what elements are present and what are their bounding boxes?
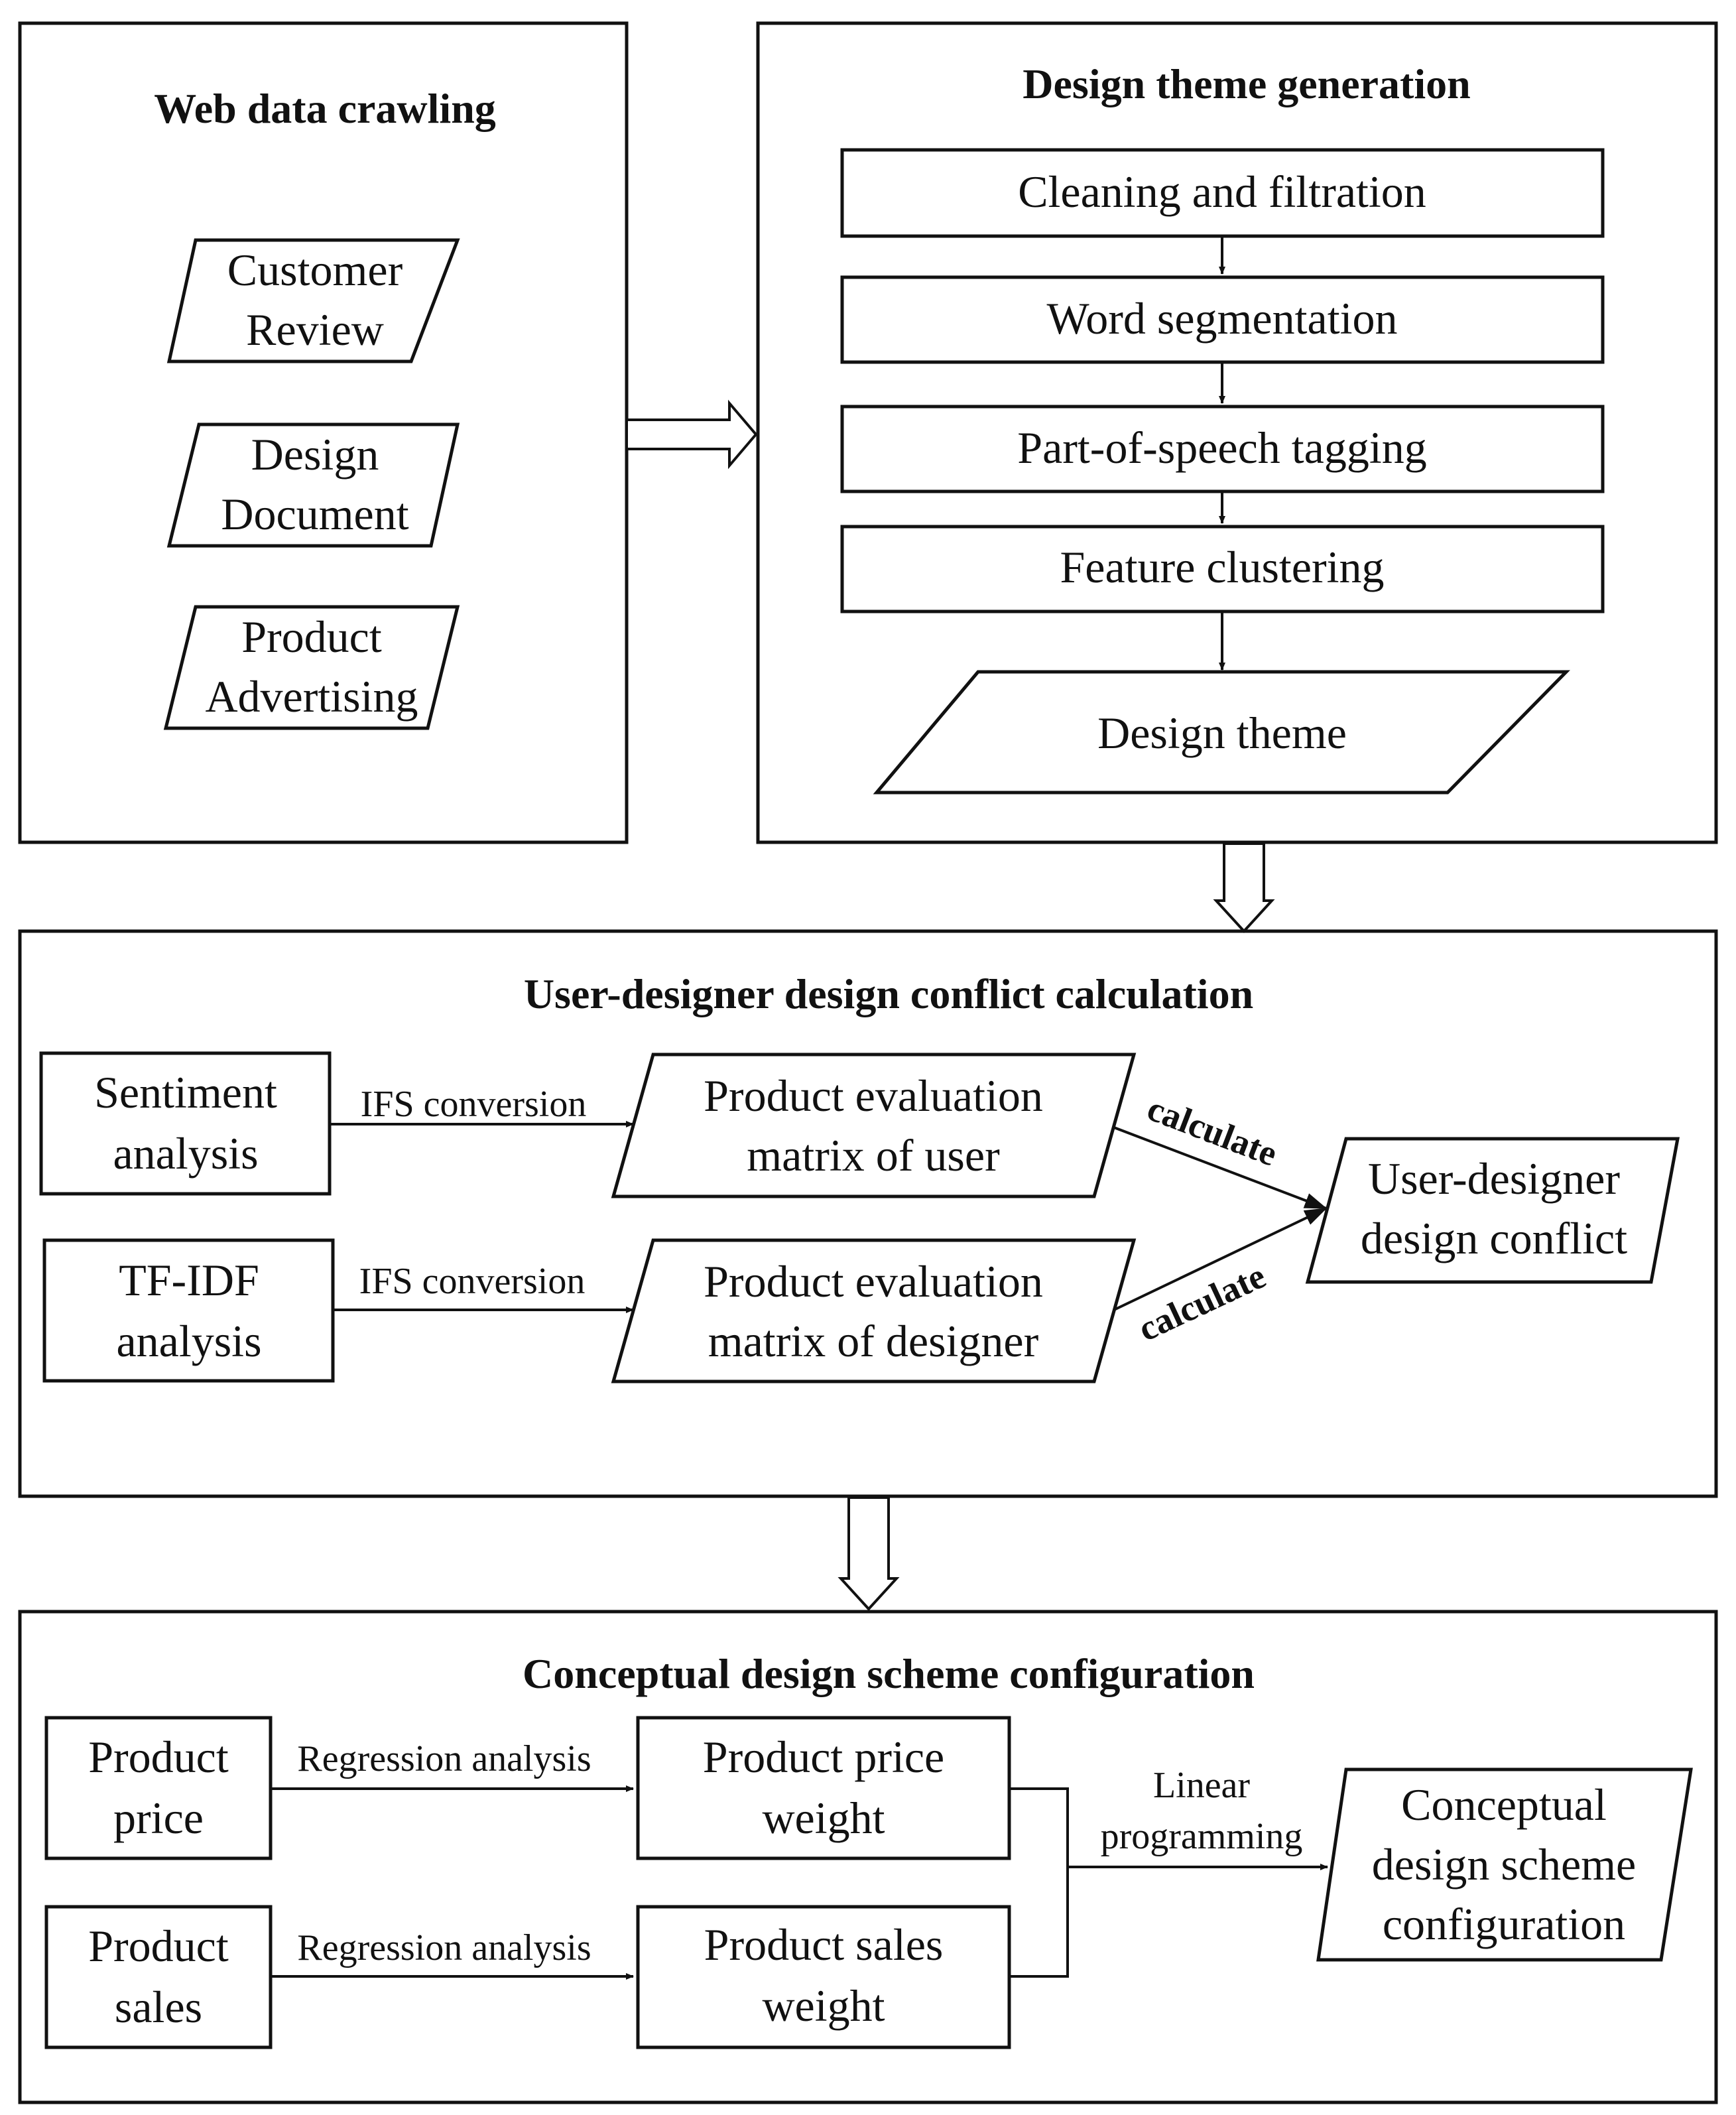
calculate-label-user: calculate [1143,1088,1283,1174]
source-shape [163,605,460,730]
source-label-line2: Advertising [205,671,418,722]
design-theme-panel: Design theme generation Cleaning and fil… [756,21,1718,844]
source-label-line2: Document [221,489,408,539]
node-label-line2: design scheme [1372,1839,1636,1890]
node-box [636,1716,1011,1860]
node-label-line1: Product evaluation [704,1070,1043,1121]
user-matrix-node: Product evaluation matrix of user [611,1053,1137,1198]
step-cleaning: Cleaning and filtration [840,148,1605,238]
conflict-panel-title: User-designer design conflict calculatio… [524,970,1253,1017]
node-label-line1: Product [88,1732,229,1782]
node-label-line2: matrix of designer [708,1316,1039,1366]
design-conflict-result: User-designer design conflict [1305,1137,1680,1284]
product-sales-node: Product sales [44,1905,273,2049]
sentiment-analysis-node: Sentiment analysis [39,1051,332,1196]
linear-programming-label-line1: Linear [1153,1765,1250,1806]
node-label-line3: configuration [1383,1899,1625,1949]
flow-arrow-theme-to-conflict [1213,842,1275,933]
step-box [840,148,1605,238]
product-price-node: Product price [44,1716,273,1860]
node-box [636,1905,1011,2049]
regression-label-sales: Regression analysis [297,1927,591,1968]
calculate-arrow-designer [1113,1207,1328,1311]
source-customer-review: Customer Review [166,238,460,363]
calculate-label-designer: calculate [1132,1255,1271,1349]
theme-panel-title: Design theme generation [1023,60,1470,107]
node-label-line1: Product evaluation [704,1256,1043,1307]
config-panel: Conceptual design scheme configuration P… [18,1610,1718,2104]
linear-programming-label-line2: programming [1101,1816,1303,1857]
calculate-arrow-user [1113,1126,1328,1210]
source-label-line1: Customer [227,245,403,295]
source-shape [166,422,460,548]
node-label-line2: analysis [113,1128,258,1179]
step-segmentation: Word segmentation [840,275,1605,364]
scheme-configuration-result: Conceptual design scheme configuration [1316,1767,1693,1962]
output-shape [873,670,1570,795]
step-label: Part-of-speech tagging [1017,422,1426,473]
source-label-line1: Product [241,611,382,662]
designer-matrix-node: Product evaluation matrix of designer [611,1238,1137,1383]
node-label-line2: analysis [116,1316,261,1366]
config-panel-frame [18,1610,1718,2104]
conversion-label-designer: IFS conversion [359,1261,586,1302]
conflict-panel: User-designer design conflict calculatio… [18,929,1718,1498]
node-box [44,1905,273,2049]
node-label-line1: Conceptual [1401,1779,1607,1830]
node-label-line2: sales [115,1982,202,2032]
step-label: Word segmentation [1047,293,1398,344]
regression-label-price: Regression analysis [297,1738,591,1779]
node-label-line1: Product price [703,1732,944,1782]
node-box [44,1716,273,1860]
weights-merge-connector [1009,1787,1069,1978]
node-label-line1: TF-IDF [119,1255,259,1305]
step-box [840,405,1605,493]
node-label-line1: Product [88,1921,229,1971]
source-shape [166,238,460,363]
step-feature-clustering: Feature clustering [840,525,1605,613]
tfidf-analysis-node: TF-IDF analysis [42,1238,335,1383]
price-weight-node: Product price weight [636,1716,1011,1860]
source-product-advertising: Product Advertising [163,605,460,730]
config-panel-title: Conceptual design scheme configuration [523,1650,1255,1697]
node-label-line2: matrix of user [747,1130,1000,1181]
node-shape [611,1053,1137,1198]
flow-arrow-conflict-to-config [837,1496,900,1611]
source-label-line1: Design [251,429,379,480]
output-label: Design theme [1097,708,1347,758]
node-label-line1: Product sales [704,1919,944,1970]
node-shape [1305,1137,1680,1284]
sales-weight-node: Product sales weight [636,1905,1011,2049]
node-shape [611,1238,1137,1383]
step-box [840,525,1605,613]
source-design-document: Design Document [166,422,460,548]
source-label-line2: Review [246,304,384,355]
step-label: Cleaning and filtration [1018,166,1426,217]
node-label-line1: Sentiment [94,1067,277,1118]
node-label-line1: User-designer [1368,1153,1620,1204]
node-label-line2: design conflict [1361,1213,1627,1263]
conversion-label-user: IFS conversion [361,1084,587,1125]
step-pos-tagging: Part-of-speech tagging [840,405,1605,493]
node-label-line2: price [113,1793,204,1843]
node-box [39,1051,332,1196]
node-shape [1316,1767,1693,1962]
web-panel-title: Web data crawling [154,85,496,132]
flow-arrow-crawl-to-theme [625,399,758,470]
step-label: Feature clustering [1060,542,1384,592]
web-data-crawling-panel: Web data crawling Customer Review Design… [18,21,629,844]
node-label-line2: weight [762,1793,885,1843]
design-theme-output: Design theme [873,670,1570,795]
node-label-line2: weight [762,1980,885,2031]
